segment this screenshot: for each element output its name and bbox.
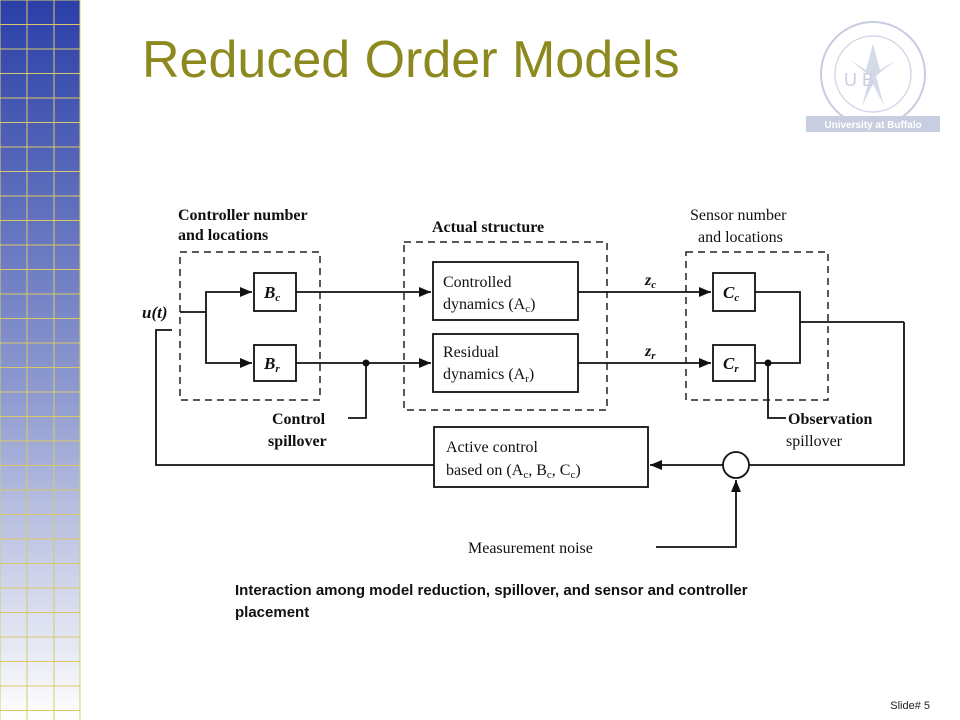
cc-label: Cc <box>723 283 739 304</box>
input-label: u(t) <box>142 303 168 322</box>
arrowheads <box>240 287 772 492</box>
controlled-dynamics-block <box>432 261 579 321</box>
control-spillover-label-1: Control <box>272 411 326 428</box>
sensor-group-label-1: Sensor number <box>690 207 787 224</box>
cr-label: Cr <box>723 354 739 375</box>
controlled-dynamics-label-1: Controlled <box>443 274 511 291</box>
controller-group-label-1: Controller number <box>178 207 308 224</box>
structure-group-label: Actual structure <box>432 219 544 236</box>
figure-caption-line-2: placement <box>235 604 309 621</box>
control-spillover-label-2: spillover <box>268 433 327 450</box>
br-label: Br <box>263 354 280 375</box>
bc-label: Bc <box>263 283 280 304</box>
zc-label: zc <box>644 272 656 291</box>
signal-lines <box>155 291 905 548</box>
active-control-block <box>433 426 649 488</box>
sensor-group-box <box>685 251 829 401</box>
logo-letters: U B <box>844 70 874 90</box>
zr-label: zr <box>644 343 656 362</box>
slide-title: Reduced Order Models <box>142 31 680 89</box>
observation-spillover-label-1: Observation <box>788 411 873 428</box>
controller-group-label-2: and locations <box>178 227 268 244</box>
sensor-group-label-2: and locations <box>698 229 783 246</box>
slide-number: Slide# 5 <box>890 700 930 712</box>
controlled-dynamics-label-2: dynamics (Ac) <box>443 296 535 315</box>
controller-group-box <box>179 251 321 401</box>
structure-group-box <box>403 241 608 411</box>
spillover-block-diagram: Controller number and locations Actual s… <box>142 207 905 621</box>
residual-dynamics-label-1: Residual <box>443 344 500 361</box>
active-control-label-2: based on (Ac, Bc, Cc) <box>446 462 581 481</box>
decorative-grid-sidebar <box>0 0 81 720</box>
active-control-label-1: Active control <box>446 439 539 456</box>
measurement-noise-label: Measurement noise <box>468 540 593 557</box>
logo-text: University at Buffalo <box>824 120 921 131</box>
observation-spillover-label-2: spillover <box>786 433 843 450</box>
figure-caption-line-1: Interaction among model reduction, spill… <box>235 582 748 599</box>
residual-dynamics-label-2: dynamics (Ar) <box>443 366 534 385</box>
residual-dynamics-block <box>432 333 579 393</box>
university-logo: U B University at Buffalo <box>806 21 940 132</box>
summing-junction <box>722 451 750 479</box>
